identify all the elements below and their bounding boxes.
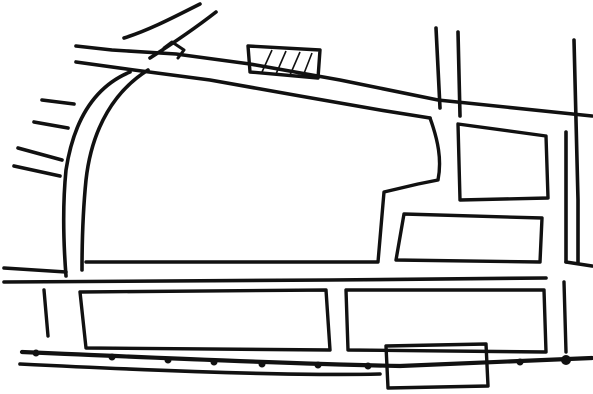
left-stub-road-upper: [40, 98, 76, 106]
upper-road-edge-bottom: [74, 60, 432, 120]
left-curve-road-outer: [61, 70, 132, 278]
bottom-road-dot: [561, 355, 571, 365]
right-blocks: [394, 26, 580, 264]
cross-road-top-edge: [2, 266, 68, 274]
landmark-building-hatch: [289, 51, 301, 76]
central-block-edge: [84, 116, 442, 264]
block-upper-right: [456, 122, 550, 202]
station-box-outline: [384, 342, 490, 390]
left-stub-road-lower: [32, 120, 70, 130]
diagonal-road-edge-upper: [122, 2, 202, 40]
bottom-road-dot: [258, 360, 266, 368]
landmark-building-hatch: [302, 52, 313, 77]
bottom-road-dot: [32, 349, 40, 357]
block-lower-far-right: [562, 280, 568, 354]
bottom-road-lower-edge: [18, 362, 382, 377]
landmark-building-top: [246, 44, 322, 80]
station-box: [384, 342, 490, 390]
left-side-roads: [12, 68, 150, 278]
bottom-road-spine: [19, 349, 593, 369]
left-stub-road-4: [12, 164, 62, 178]
block-lower-right: [344, 288, 548, 354]
junction-notch: [162, 40, 186, 60]
bottom-road-dot: [164, 356, 172, 364]
cross-road-right-stub: [564, 260, 593, 268]
bottom-road-dot: [364, 362, 372, 370]
landmark-building-outline: [246, 44, 322, 80]
landmark-building-hatch: [275, 50, 287, 75]
bottom-main-road: [18, 349, 593, 377]
bottom-road-dot: [210, 358, 218, 366]
bottom-road-dot: [516, 358, 524, 366]
bottom-road-dot: [108, 353, 116, 361]
landmark-building-hatch: [261, 49, 273, 73]
middle-cross-road: [2, 260, 593, 284]
vertical-road-west: [434, 26, 442, 110]
block-lower-left-stub: [42, 288, 50, 338]
lower-blocks: [42, 280, 568, 354]
vertical-road-mid: [456, 30, 462, 118]
bottom-road-dot: [314, 361, 322, 369]
left-curve-road-inner: [80, 68, 150, 272]
cross-road-bottom-edge: [2, 276, 548, 284]
left-stub-road-3: [16, 146, 64, 162]
vertical-road-east-outer: [572, 38, 580, 264]
block-lower-center: [78, 288, 332, 352]
block-mid-right: [394, 212, 544, 264]
